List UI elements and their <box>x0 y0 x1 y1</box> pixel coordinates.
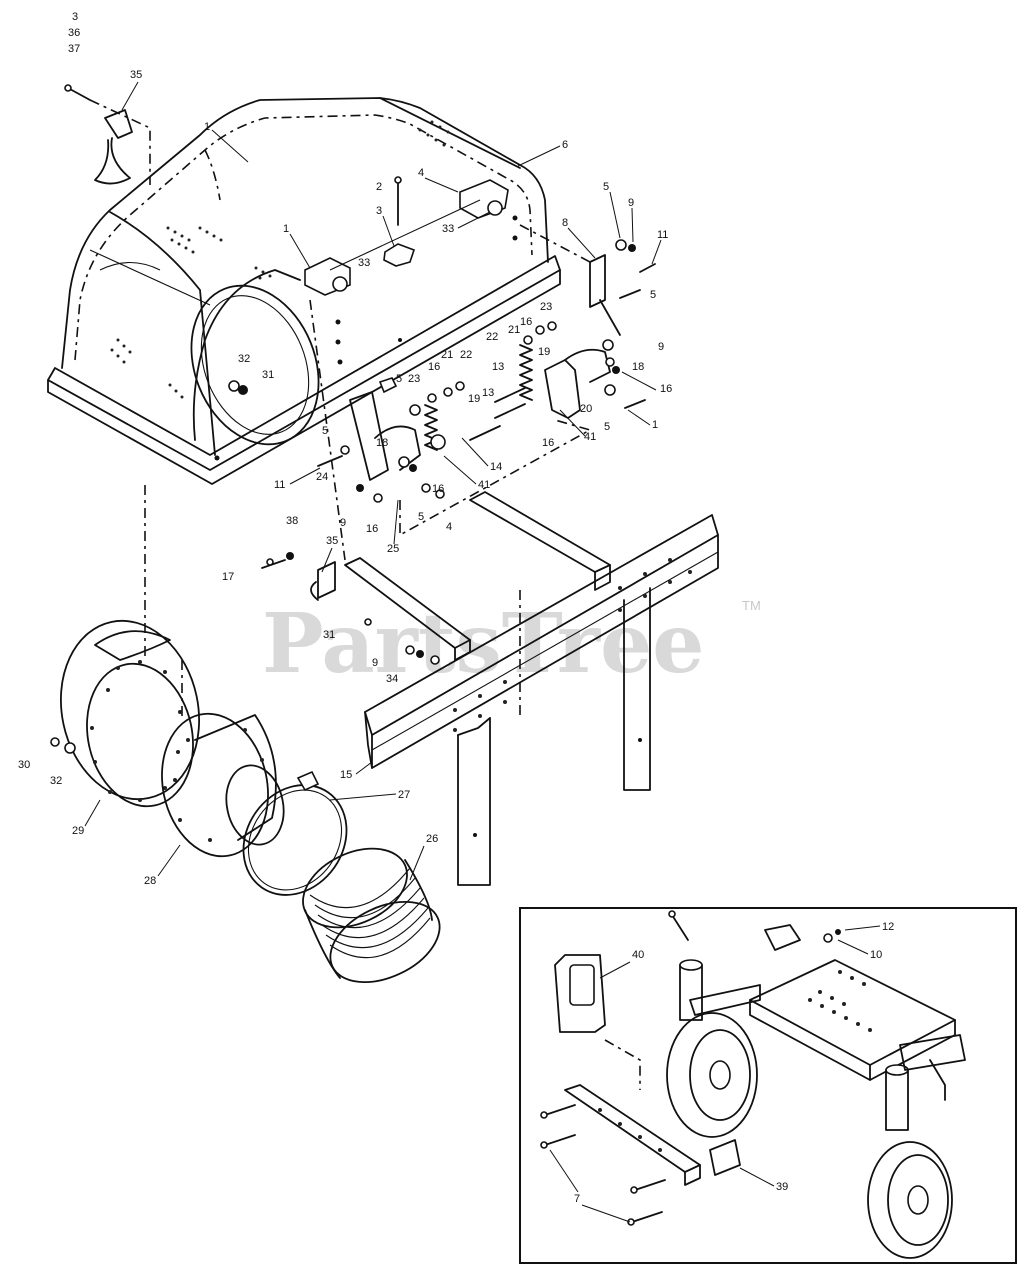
callout-35-frame: 35 <box>326 535 338 547</box>
callout-13-right: 13 <box>492 361 504 373</box>
linkage-assembly <box>317 321 646 537</box>
callout-30: 30 <box>18 759 30 771</box>
callout-18-left: 18 <box>376 437 388 449</box>
callout-2: 2 <box>376 181 382 193</box>
callout-23-left: 23 <box>408 373 420 385</box>
callout-5-right: 5 <box>650 289 656 301</box>
callout-20: 20 <box>580 403 592 415</box>
callout-25: 25 <box>387 543 399 555</box>
callout-23-right: 23 <box>540 301 552 313</box>
callout-9-top: 9 <box>628 197 634 209</box>
callout-41-right: 41 <box>584 431 596 443</box>
callout-33-right: 33 <box>442 223 454 235</box>
callout-1-hinge: 1 <box>283 223 289 235</box>
callout-15: 15 <box>340 769 352 781</box>
callout-4: 4 <box>418 167 424 179</box>
callout-36: 36 <box>68 27 80 39</box>
callout-29: 29 <box>72 825 84 837</box>
callout-21-left: 21 <box>441 349 453 361</box>
blower-housing <box>47 97 561 485</box>
callout-5-left: 5 <box>322 425 328 437</box>
callout-24: 24 <box>316 471 328 483</box>
callout-34: 34 <box>386 673 398 685</box>
callout-41-left: 41 <box>478 479 490 491</box>
callout-11-left: 11 <box>274 479 285 491</box>
frame-15 <box>261 491 719 886</box>
alignment-line-housing-2 <box>309 299 346 561</box>
callout-27: 27 <box>398 789 410 801</box>
callout-12: 12 <box>882 921 894 933</box>
callout-26: 26 <box>426 833 438 845</box>
callout-5-right-low: 5 <box>604 421 610 433</box>
callout-28: 28 <box>144 875 156 887</box>
callout-37: 37 <box>68 43 80 55</box>
callout-31-frame: 31 <box>323 629 335 641</box>
callout-13-left: 13 <box>482 387 494 399</box>
callout-3-washer: 3 <box>376 205 382 217</box>
callout-8: 8 <box>562 217 568 229</box>
bracket-8 <box>519 224 656 336</box>
callout-14: 14 <box>490 461 502 473</box>
callout-19-left: 19 <box>468 393 480 405</box>
callout-16-left-mid: 16 <box>432 483 444 495</box>
outlet-elbow-29 <box>50 619 200 808</box>
callout-5-left-low: 5 <box>418 511 424 523</box>
hose-clamp-27 <box>242 770 348 896</box>
callout-16-right-top: 16 <box>520 316 532 328</box>
callout-1-housing: 1 <box>204 121 210 133</box>
callout-39: 39 <box>776 1181 788 1193</box>
callout-1-right: 1 <box>652 419 658 431</box>
callout-40: 40 <box>632 949 644 961</box>
callout-5-left-top: 5 <box>396 373 402 385</box>
callout-32-elbow: 32 <box>50 775 62 787</box>
callout-6: 6 <box>562 139 568 151</box>
callout-9-left: 9 <box>340 517 346 529</box>
callout-4-left: 4 <box>446 521 452 533</box>
callout-16-left-low: 16 <box>366 523 378 535</box>
callout-11-top: 11 <box>657 229 668 241</box>
callout-16-right: 16 <box>660 383 672 395</box>
callout-38: 38 <box>286 515 298 527</box>
callout-35-top: 35 <box>130 69 142 81</box>
flex-hose-26 <box>302 847 441 983</box>
callout-32-housing: 32 <box>238 353 250 365</box>
callout-22-left: 22 <box>460 349 472 361</box>
callout-3: 3 <box>72 11 78 23</box>
watermark-tm: TM <box>742 598 761 613</box>
callout-10: 10 <box>870 949 882 961</box>
callout-21-right: 21 <box>508 324 520 336</box>
callout-22-right: 22 <box>486 331 498 343</box>
callout-18-right: 18 <box>632 361 644 373</box>
callout-16-left-top: 16 <box>428 361 440 373</box>
callout-9-frame: 9 <box>372 657 378 669</box>
callout-17: 17 <box>222 571 234 583</box>
adapter-28 <box>161 712 285 858</box>
callout-9-right: 9 <box>658 341 664 353</box>
callout-5-top: 5 <box>603 181 609 193</box>
callout-31-housing: 31 <box>262 369 274 381</box>
callout-16-right-low: 16 <box>542 437 554 449</box>
inset-caster-assembly <box>519 907 1017 1264</box>
callout-7: 7 <box>574 1193 580 1205</box>
callout-19-right: 19 <box>538 346 550 358</box>
latch-35-top <box>64 84 151 185</box>
callout-33-left: 33 <box>358 257 370 269</box>
callout-labels: 3 36 37 35 1 6 2 4 3 1 33 33 5 9 11 8 5 … <box>18 11 894 1223</box>
